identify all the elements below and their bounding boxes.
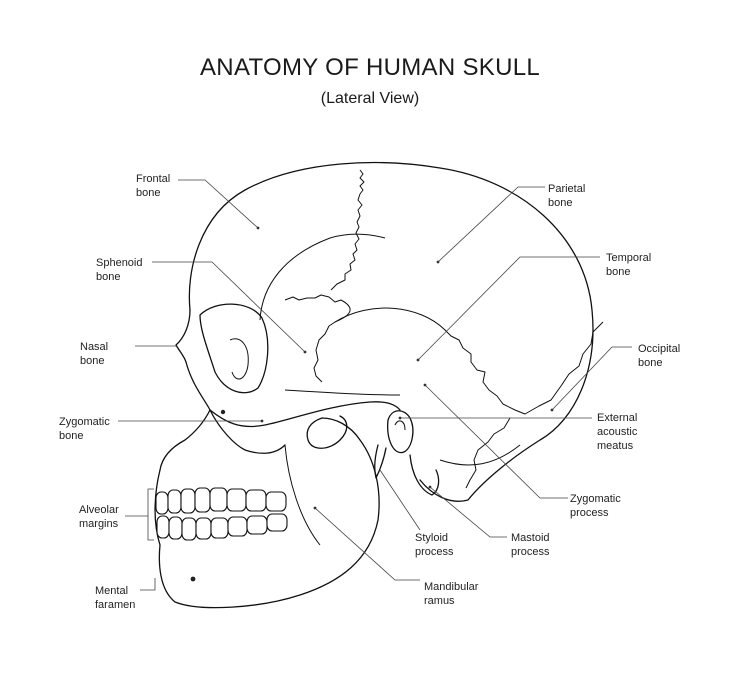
leader-mastoid bbox=[429, 486, 507, 538]
coronoid-process bbox=[306, 415, 348, 449]
leader-end-dot-2 bbox=[303, 350, 307, 354]
zygomatic-lower bbox=[284, 389, 401, 396]
label-mental-foramen: Mental faramen bbox=[95, 585, 136, 611]
leader-end-dot-8 bbox=[423, 383, 427, 387]
alveolar-bracket bbox=[147, 488, 154, 541]
occipital-lower bbox=[439, 444, 521, 466]
diagram-subtitle: (Lateral View) bbox=[320, 90, 420, 107]
label-zygomatic-process: Zygomatic process bbox=[570, 493, 621, 519]
styloid bbox=[374, 444, 387, 479]
leader-temporal bbox=[417, 256, 600, 361]
leader-mandibular bbox=[314, 507, 420, 581]
ear-canal-inner bbox=[394, 420, 406, 431]
mandibular-ramus-line bbox=[284, 444, 321, 546]
label-mandibular-ramus: Mandibular ramus bbox=[424, 581, 479, 607]
label-alveolar-margins: Alveolar margins bbox=[79, 504, 119, 530]
cranium-outline bbox=[188, 161, 594, 502]
label-external-acoustic-meatus: External acoustic meatus bbox=[597, 412, 638, 452]
leader-end-dot-7 bbox=[398, 416, 402, 420]
label-mastoid-process: Mastoid process bbox=[511, 532, 550, 558]
infraorbital-foramen bbox=[220, 409, 226, 415]
leader-mental bbox=[140, 578, 156, 591]
leader-end-dot-1 bbox=[256, 226, 260, 230]
leader-occipital bbox=[551, 346, 632, 411]
mastoid bbox=[409, 454, 440, 496]
maxilla bbox=[209, 409, 286, 454]
leader-end-dot-4 bbox=[436, 260, 440, 264]
ear-canal bbox=[387, 410, 414, 454]
leader-styloid bbox=[379, 469, 421, 531]
leader-zygomatic-process bbox=[424, 384, 568, 499]
label-temporal-bone: Temporal bone bbox=[606, 252, 652, 278]
temporal-boundary bbox=[334, 307, 604, 415]
lower-tooth-8 bbox=[266, 513, 288, 532]
leader-end-dot-3 bbox=[260, 419, 264, 423]
zygomatic-arch bbox=[209, 401, 401, 428]
label-nasal-bone: Nasal bone bbox=[80, 341, 109, 367]
orbit-inner bbox=[229, 338, 249, 380]
label-zygomatic-bone: Zygomatic bone bbox=[59, 416, 110, 442]
leader-end-dot-5 bbox=[416, 358, 420, 362]
label-frontal-bone: Frontal bone bbox=[136, 173, 171, 199]
upper-tooth-8 bbox=[265, 491, 287, 512]
label-sphenoid-bone: Sphenoid bone bbox=[96, 257, 143, 283]
mandible-outline bbox=[154, 417, 380, 609]
coronal-suture bbox=[330, 169, 365, 291]
leader-frontal bbox=[178, 179, 259, 229]
lambdoid-suture bbox=[465, 417, 511, 489]
orbit bbox=[199, 303, 269, 394]
diagram-title: ANATOMY OF HUMAN SKULL bbox=[200, 54, 540, 81]
leader-end-dot-9 bbox=[428, 485, 432, 489]
temporal-line bbox=[259, 233, 386, 321]
face-outline bbox=[159, 309, 211, 471]
leader-dots bbox=[256, 226, 554, 510]
leader-parietal bbox=[437, 186, 545, 263]
label-styloid-process: Styloid process bbox=[415, 532, 454, 558]
mental-foramen bbox=[190, 576, 196, 582]
leader-end-dot-6 bbox=[550, 408, 554, 412]
label-occipital-bone: Occipital bone bbox=[638, 343, 681, 369]
squamosal-suture bbox=[284, 294, 351, 383]
label-parietal-bone: Parietal bone bbox=[548, 183, 586, 209]
leader-sphenoid bbox=[152, 261, 306, 353]
leader-end-dot-10 bbox=[313, 506, 317, 510]
